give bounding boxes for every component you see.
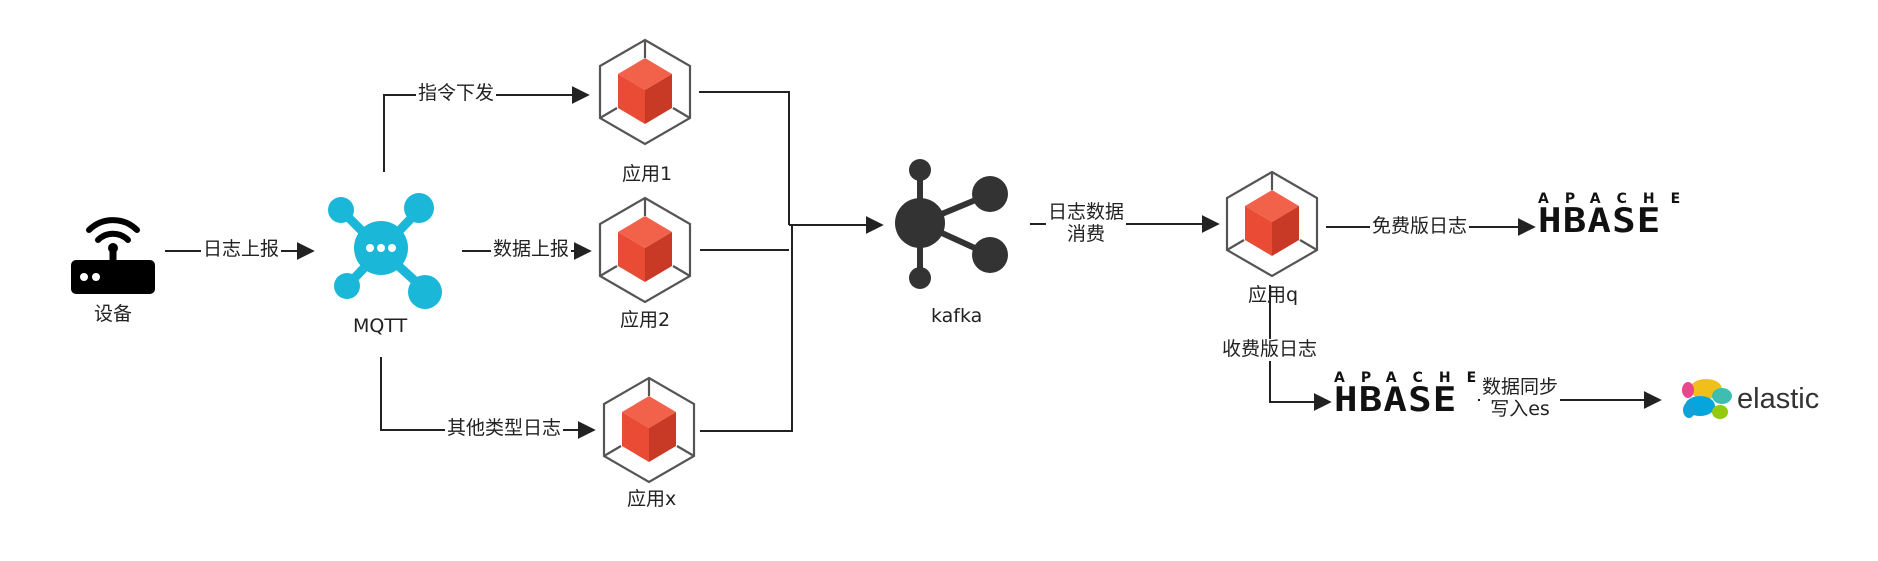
hbase-apache-text: APACHE bbox=[1334, 370, 1493, 386]
edge-appx-join bbox=[700, 225, 793, 432]
app2-cube-icon bbox=[598, 196, 692, 304]
appx-label: 应用x bbox=[627, 488, 677, 510]
edge-label-line: 数据同步 bbox=[1482, 376, 1559, 398]
hbase-text: HBASE bbox=[1538, 201, 1662, 241]
edge-label-device-mqtt: 日志上报 bbox=[201, 238, 282, 261]
edge-label-line: 日志数据 bbox=[1048, 201, 1125, 223]
edge-label-line: 消费 bbox=[1067, 222, 1106, 245]
edge-app1-join bbox=[699, 91, 790, 225]
edge-label-mqtt-app1: 指令下发 bbox=[416, 82, 497, 105]
app1-label: 应用1 bbox=[622, 163, 673, 185]
elastic-label: elastic bbox=[1737, 383, 1820, 415]
kafka-icon bbox=[895, 159, 1008, 289]
device-label: 设备 bbox=[94, 303, 133, 325]
edge-label-kafka-appq: 日志数据 消费 bbox=[1046, 201, 1127, 246]
edge-appq-hbase-paid bbox=[1269, 285, 1332, 411]
router-icon bbox=[71, 217, 155, 294]
app1-cube-icon bbox=[598, 38, 692, 146]
mqtt-icon bbox=[328, 193, 442, 309]
edge-label-hbase-elastic: 数据同步 写入es bbox=[1480, 376, 1561, 421]
kafka-label: kafka bbox=[931, 305, 983, 327]
edge-label-appq-hbase-paid: 收费版日志 bbox=[1220, 338, 1320, 361]
hbase-logo-free: APACHE HBASE bbox=[1538, 192, 1696, 238]
hbase-logo-paid: APACHE HBASE bbox=[1334, 371, 1492, 417]
elastic-logo-icon bbox=[1682, 379, 1732, 419]
appq-label: 应用q bbox=[1248, 284, 1299, 306]
hbase-text: HBASE bbox=[1334, 380, 1458, 420]
edge-label-line: 写入es bbox=[1490, 397, 1550, 420]
edge-label-appq-hbase-free: 免费版日志 bbox=[1370, 215, 1470, 238]
hbase-apache-text: APACHE bbox=[1538, 191, 1697, 207]
mqtt-label: MQTT bbox=[353, 315, 408, 337]
edge-mqtt-app1 bbox=[383, 86, 590, 172]
edge-label-mqtt-app2: 数据上报 bbox=[491, 238, 572, 261]
edge-label-mqtt-appx: 其他类型日志 bbox=[445, 417, 564, 440]
app2-label: 应用2 bbox=[620, 309, 671, 331]
appx-cube-icon bbox=[602, 376, 696, 484]
appq-cube-icon bbox=[1225, 170, 1319, 278]
